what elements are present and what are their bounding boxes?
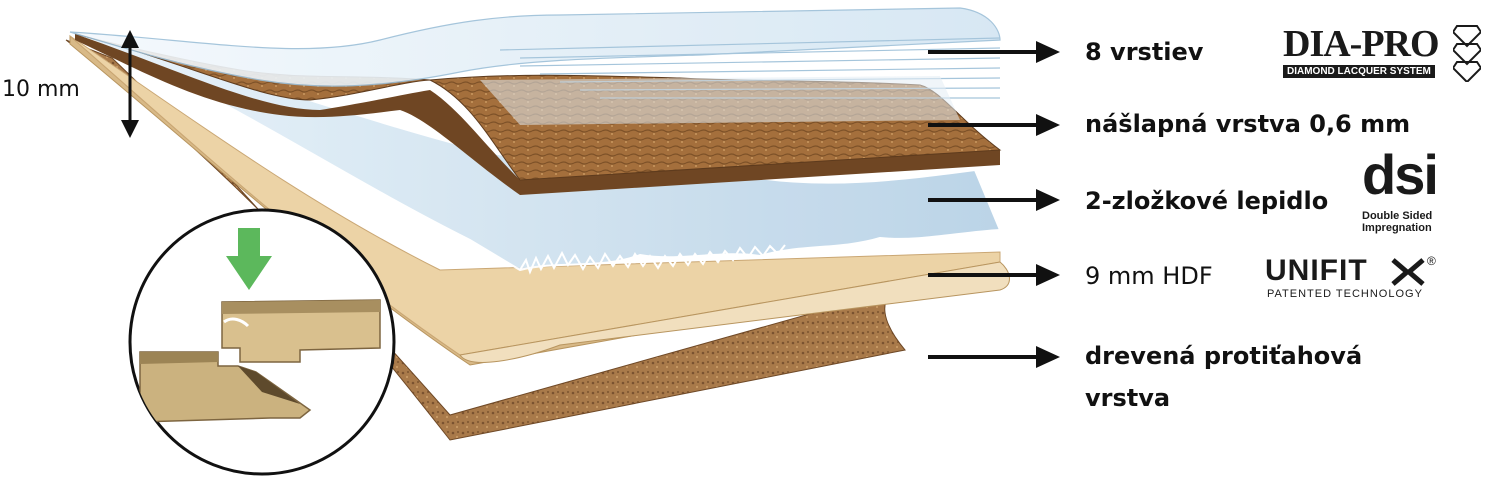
installation-detail (130, 210, 394, 474)
label-lacquer-layers: 8 vrstiev (1085, 38, 1203, 66)
dsi-logo-sub2: Impregnation (1362, 222, 1432, 234)
label-backing-line2: vrstva (1085, 384, 1170, 412)
diapro-logo-sub: DIAMOND LACQUER SYSTEM (1283, 65, 1435, 78)
label-hdf: 9 mm HDF (1085, 262, 1213, 290)
dsi-logo-main: dsi (1362, 142, 1437, 207)
diapro-logo: DIA-PRO DIAMOND LACQUER SYSTEM (1283, 22, 1481, 84)
dsi-logo: dsi Double Sided Impregnation (1360, 148, 1444, 236)
unifit-logo-main: UNIFIT (1265, 254, 1368, 288)
unifit-logo: UNIFIT ® PATENTED TECHNOLOGY (1265, 254, 1445, 300)
label-wear-layer: nášlapná vrstva 0,6 mm (1085, 110, 1410, 138)
unifit-logo-reg: ® (1427, 254, 1436, 268)
lacquer-layers (70, 8, 1000, 125)
diapro-logo-main: DIA-PRO (1283, 22, 1439, 66)
thickness-label: 10 mm (2, 76, 80, 104)
diamond-icon (1453, 22, 1481, 82)
label-glue: 2-zložkové lepidlo (1085, 187, 1328, 215)
dsi-logo-sub1: Double Sided (1362, 210, 1432, 222)
label-backing-line1: drevená protiťahová (1085, 342, 1362, 370)
unifit-logo-sub: PATENTED TECHNOLOGY (1267, 288, 1423, 300)
unifit-x-icon (1391, 258, 1425, 286)
